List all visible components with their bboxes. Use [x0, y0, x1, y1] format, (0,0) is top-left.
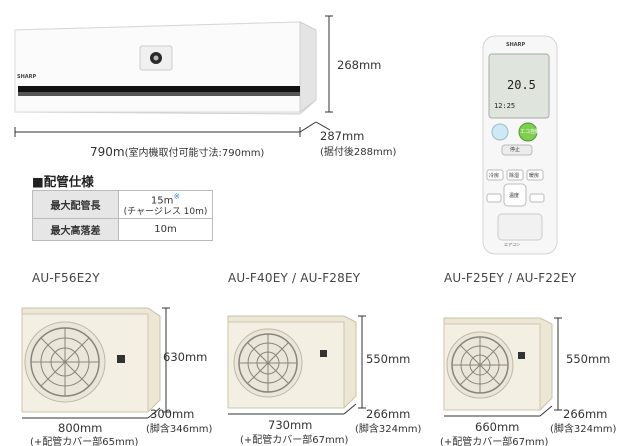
spec-table: 最大配管長 15m※ (チャージレス 10m) 最大高落差 10m — [32, 189, 213, 242]
model-label-3: AU-F25EY / AU-F22EY — [444, 271, 577, 285]
indoor-brand-logo: SHARP — [17, 74, 37, 80]
outdoor-3-width-dim: 660mm — [475, 420, 520, 434]
outdoor-2-width-note: (+配管カバー部67mm) — [240, 435, 349, 446]
outdoor-3-depth-note: (脚含324mm) — [550, 424, 617, 435]
outdoor-unit-3 — [443, 317, 553, 411]
indoor-width-value: 790m — [90, 145, 125, 159]
outdoor-1-height-dim: 630mm — [163, 350, 208, 364]
remote-bottom-label: エアコン — [504, 242, 520, 247]
spec-value-note: ※ — [173, 192, 181, 201]
model-label-1: AU-F56E2Y — [32, 271, 100, 285]
outdoor-2-height-dim: 550mm — [366, 352, 411, 366]
spec-value-max-pipe: 15m※ (チャージレス 10m) — [118, 189, 213, 220]
indoor-width-note: (室内機取付可能寸法:790mm) — [124, 148, 265, 159]
remote-display-time: 12:25 — [494, 102, 516, 110]
remote-temp-button: 温度 — [509, 193, 520, 199]
spec-value-sub: (チャージレス 10m) — [123, 207, 208, 218]
model-label-2: AU-F40EY / AU-F28EY — [228, 271, 361, 285]
remote-brand-logo: SHARP — [506, 42, 526, 48]
spec-label-max-height: 最大高落差 — [32, 218, 119, 242]
outdoor-1-width-dim: 800mm — [58, 421, 103, 435]
remote-eco-button: エコ自動 — [520, 129, 541, 135]
indoor-depth-dim: 287mm — [320, 129, 365, 143]
outdoor-2-depth-note: (脚含324mm) — [355, 424, 422, 435]
outdoor-1-depth-note: (脚含346mm) — [146, 424, 213, 435]
indoor-depth-note: (据付後288mm) — [320, 147, 397, 158]
table-row: 最大配管長 15m※ (チャージレス 10m) — [32, 189, 213, 220]
outdoor-1-depth-dim: 300mm — [150, 407, 195, 421]
outdoor-unit-2 — [227, 315, 357, 409]
outdoor-unit-1 — [21, 307, 161, 413]
outdoor-3-width-note: (+配管カバー部67mm) — [440, 437, 549, 446]
outdoor-3-height-dim: 550mm — [566, 352, 611, 366]
outdoor-1-width-note: (+配管カバー部65mm) — [30, 437, 139, 446]
indoor-height-dim: 268mm — [337, 58, 382, 72]
remote-cool-button: 冷房 — [489, 173, 500, 179]
spec-value-main: 15m — [150, 195, 174, 207]
outdoor-2-width-dim: 730mm — [268, 418, 313, 432]
outdoor-3-depth-dim: 266mm — [563, 407, 608, 421]
remote-heat-button: 暖房 — [529, 173, 540, 179]
remote-control — [482, 35, 558, 255]
remote-dry-button: 除湿 — [509, 173, 520, 179]
remote-display-temp: 20.5 — [507, 78, 536, 92]
indoor-unit — [14, 21, 317, 115]
table-row: 最大高落差 10m — [32, 218, 213, 242]
spec-value-max-height: 10m — [118, 218, 213, 242]
remote-stop-button: 停止 — [510, 147, 521, 153]
spec-title: ■配管仕様 — [32, 174, 94, 189]
indoor-width-dim: 790m(室内機取付可能寸法:790mm) — [90, 141, 264, 160]
spec-label-max-pipe: 最大配管長 — [32, 189, 119, 220]
outdoor-2-depth-dim: 266mm — [366, 407, 411, 421]
